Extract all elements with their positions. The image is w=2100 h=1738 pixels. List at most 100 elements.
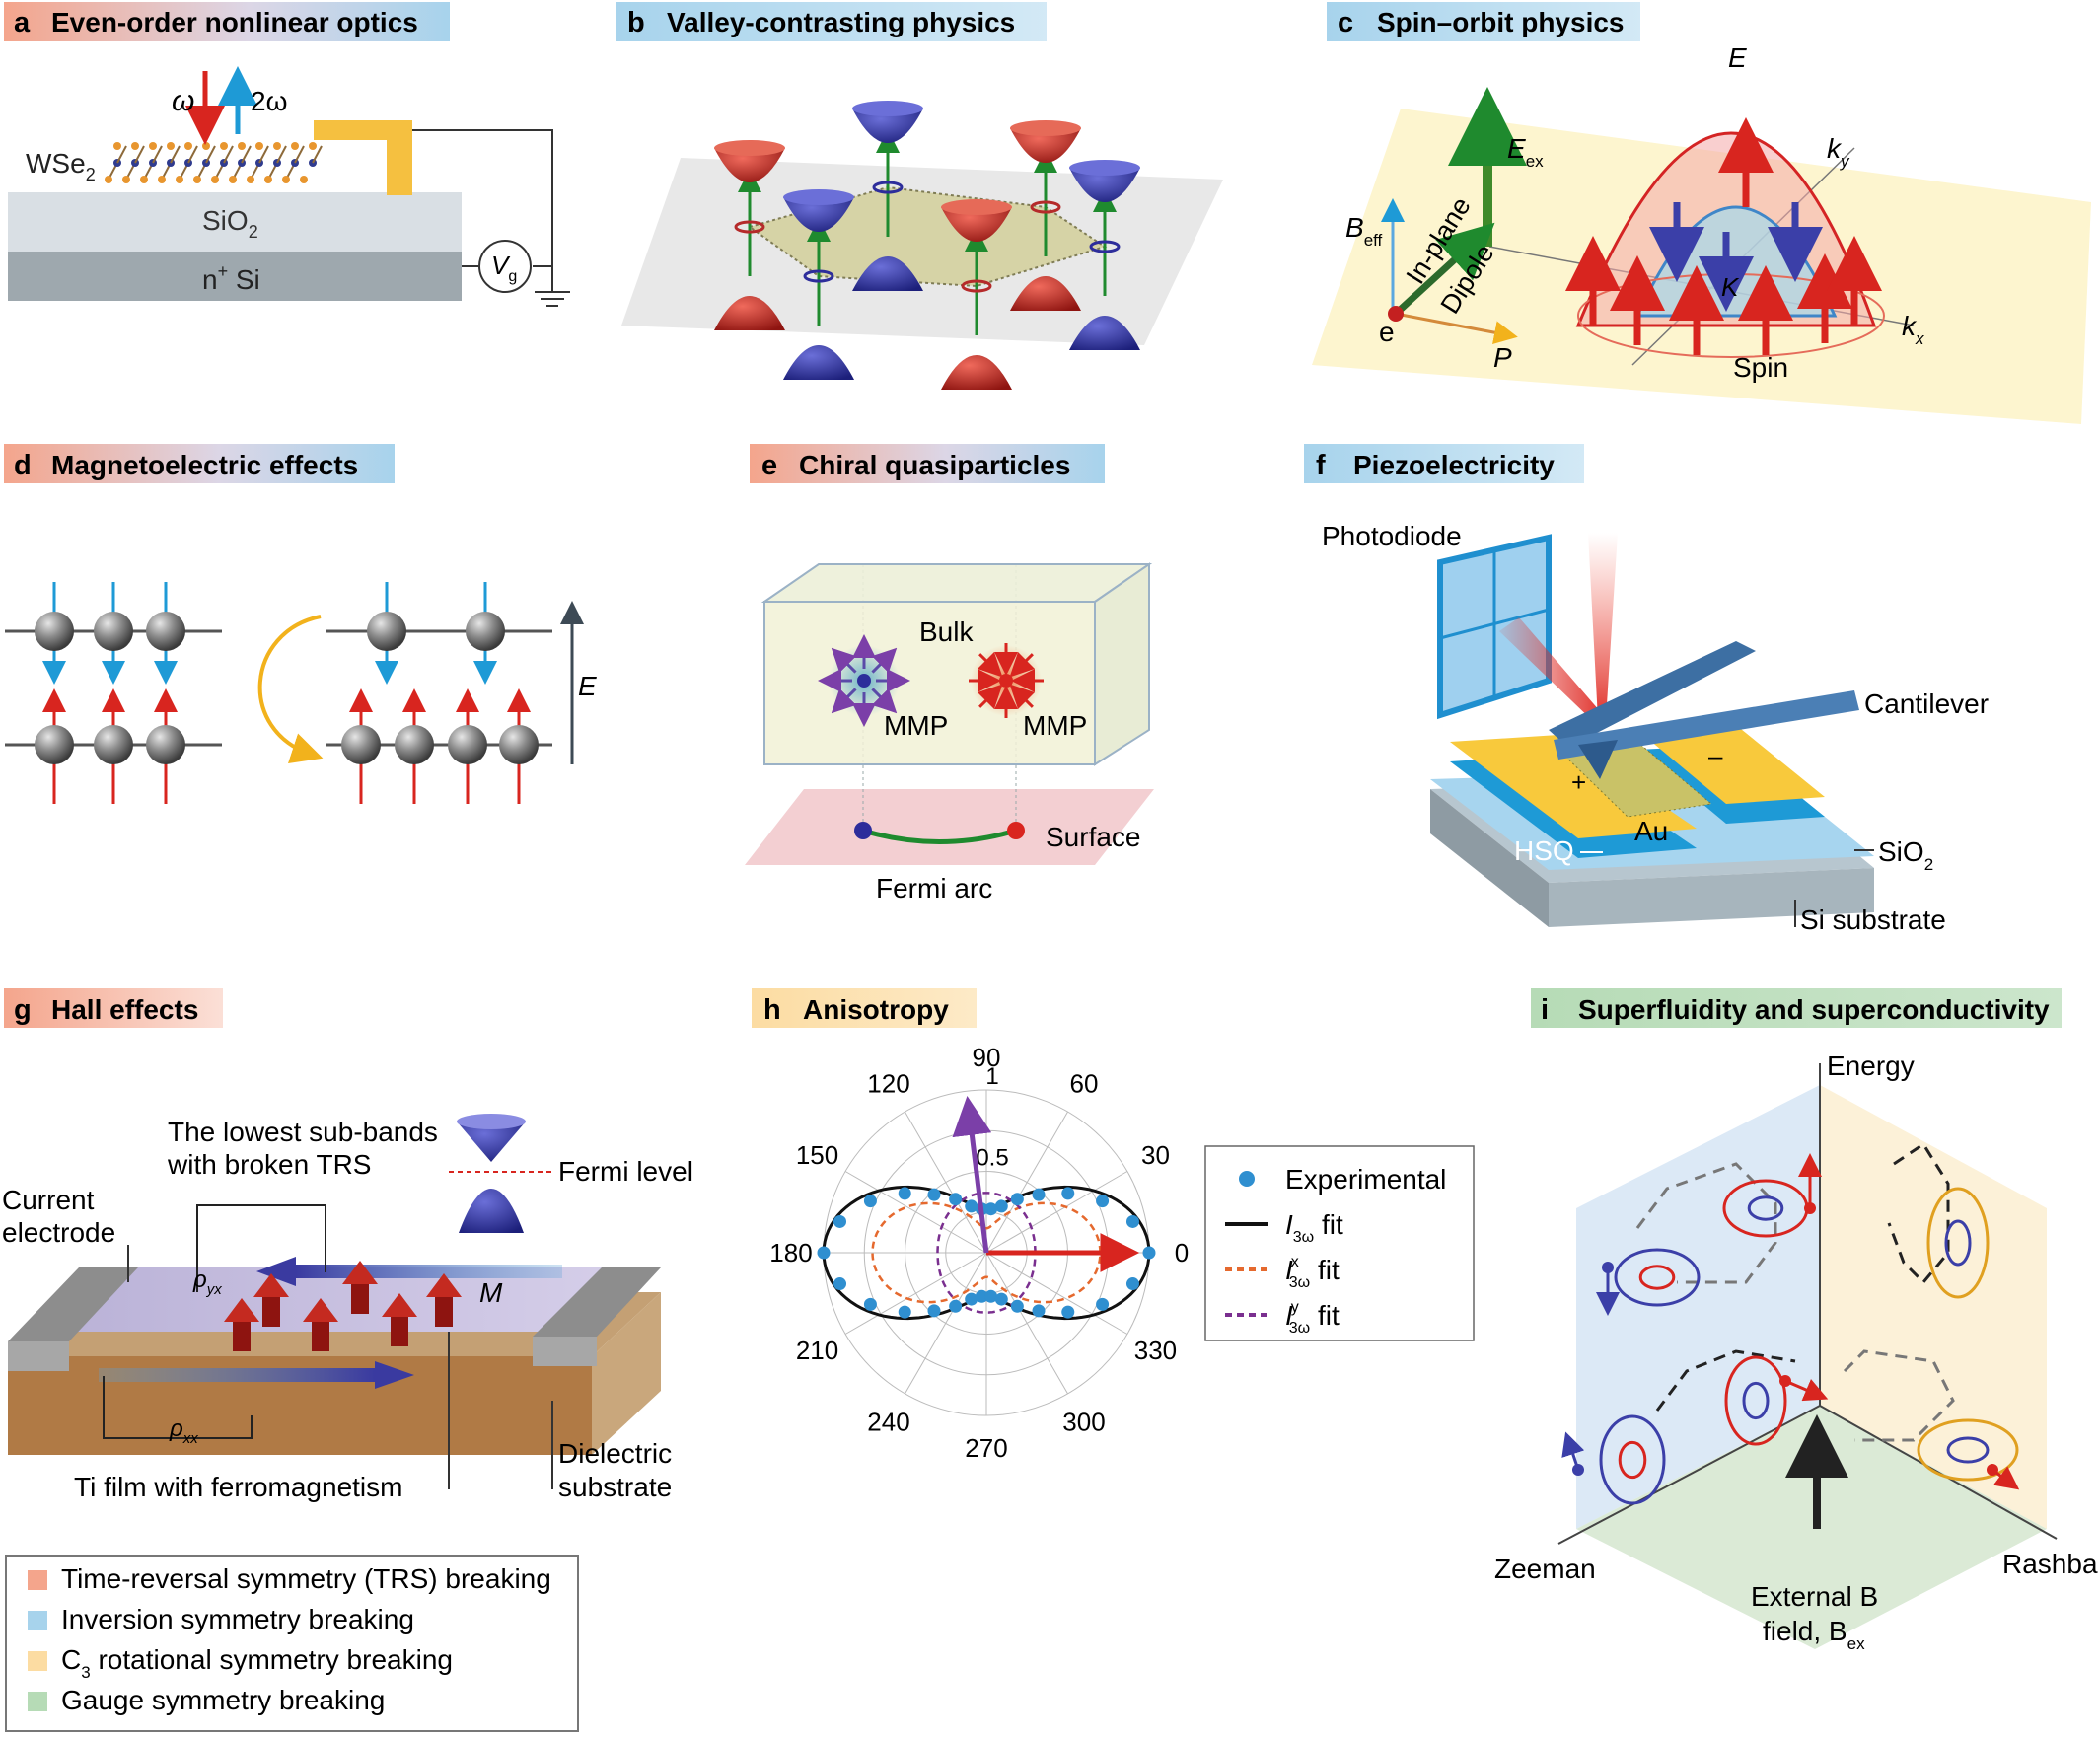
experimental-point bbox=[994, 1292, 1008, 1306]
laser-reflected bbox=[1499, 617, 1606, 724]
e-field-label: E bbox=[578, 671, 597, 701]
panel-h-letter: h bbox=[763, 994, 781, 1026]
lattice-bond bbox=[152, 145, 163, 164]
spin-arrow-head bbox=[342, 1261, 378, 1284]
subbands-label-2: with broken TRS bbox=[167, 1149, 371, 1180]
atom-sphere bbox=[448, 725, 487, 764]
spin-arrow-head bbox=[224, 1298, 259, 1322]
panel-d-title: Magnetoelectric effects bbox=[51, 450, 358, 480]
phase-boundary bbox=[1635, 1162, 1777, 1284]
spin-arrow-shaft bbox=[233, 1322, 251, 1351]
se-atom bbox=[131, 142, 139, 150]
ti-film-label: Ti film with ferromagnetism bbox=[74, 1472, 402, 1502]
panel-a-title: Even-order nonlinear optics bbox=[51, 7, 418, 37]
orbital-ring bbox=[961, 279, 992, 293]
ground-symbol bbox=[535, 266, 570, 307]
spin-site bbox=[1572, 1464, 1584, 1476]
valley-cones bbox=[714, 101, 1140, 390]
sio2-layer bbox=[8, 192, 462, 252]
se-atom bbox=[211, 176, 219, 183]
cone-rim bbox=[1010, 120, 1081, 136]
valley-cone-lower bbox=[941, 355, 1012, 390]
legend-label: Inversion symmetry breaking bbox=[61, 1604, 414, 1634]
rho-xx-wire bbox=[103, 1376, 253, 1439]
experimental-point bbox=[927, 1188, 941, 1201]
magnetization-arrow-head bbox=[256, 1257, 296, 1286]
sink-arrow bbox=[978, 684, 1003, 709]
lattice-bond bbox=[294, 145, 305, 164]
fermi-arc-label: Fermi arc bbox=[876, 873, 992, 904]
source-arrow bbox=[831, 647, 857, 674]
atom-sphere bbox=[341, 725, 381, 764]
radial-tick-label: 1 bbox=[985, 1063, 998, 1090]
panel-f: f Piezoelectricity Photodiode Cantilever… bbox=[1304, 444, 1989, 935]
spin-vector bbox=[1784, 1379, 1829, 1402]
phase-boundary bbox=[1843, 1349, 1955, 1442]
si-substrate-label: Si substrate bbox=[1800, 905, 1946, 935]
panel-f-title-bg bbox=[1304, 444, 1584, 483]
current-electrode-label-1: Current bbox=[2, 1185, 95, 1215]
legend-label: Experimental bbox=[1285, 1164, 1446, 1195]
spin-label: Spin bbox=[1733, 352, 1788, 383]
cone-rim bbox=[1069, 160, 1140, 176]
angular-tick-label: 90 bbox=[973, 1043, 1001, 1072]
phase-boundary bbox=[1655, 1349, 1796, 1412]
experimental-point bbox=[1032, 1188, 1046, 1201]
experimental-point bbox=[863, 1297, 877, 1311]
experimental-point bbox=[817, 1246, 831, 1260]
plus-label: + bbox=[1571, 767, 1586, 797]
p-arrow bbox=[1395, 312, 1518, 344]
se-atom bbox=[238, 142, 246, 150]
fermi-level-label: Fermi level bbox=[558, 1156, 693, 1187]
se-atom bbox=[247, 176, 254, 183]
panel-h-title-bg bbox=[752, 988, 977, 1028]
panel-g-title: Hall effects bbox=[51, 994, 198, 1025]
experimental-point bbox=[1142, 1246, 1156, 1260]
electrode-left-top bbox=[8, 1267, 138, 1341]
atom-sphere bbox=[395, 725, 434, 764]
gold-electrode bbox=[314, 120, 412, 195]
atom-sphere bbox=[367, 612, 406, 651]
atom-sphere bbox=[146, 725, 185, 764]
spin-arrow-head bbox=[426, 1273, 462, 1297]
k-point-label: K bbox=[1721, 272, 1740, 302]
zeeman-axis bbox=[1557, 1405, 1821, 1545]
panel-i-title: Superfluidity and superconductivity bbox=[1578, 994, 2050, 1025]
spin-arrow-shaft bbox=[312, 1322, 329, 1351]
cone-rim bbox=[852, 101, 923, 116]
experimental-point bbox=[1010, 1193, 1024, 1206]
cantilever-2 bbox=[1554, 690, 1859, 760]
orbital-ring bbox=[1030, 200, 1061, 214]
legend-swatch bbox=[28, 1611, 47, 1630]
experimental-point bbox=[1061, 1305, 1075, 1319]
panel-g-title-bg bbox=[4, 988, 223, 1028]
legend-label: Gauge symmetry breaking bbox=[61, 1685, 385, 1715]
valley-cone-upper bbox=[941, 207, 1012, 242]
electron-dot bbox=[1388, 306, 1404, 322]
substrate-right bbox=[592, 1292, 661, 1455]
atom-sphere bbox=[94, 612, 133, 651]
right-electrode-gold bbox=[1637, 725, 1825, 804]
legend-swatch bbox=[28, 1570, 47, 1590]
m-label: M bbox=[479, 1277, 503, 1308]
experimental-point bbox=[1096, 1297, 1110, 1311]
mmp-arrows bbox=[818, 634, 1044, 727]
se-atom bbox=[300, 176, 308, 183]
subband-cone-upper-rim bbox=[457, 1114, 526, 1129]
orbit-inner bbox=[1946, 1436, 1990, 1464]
energy-axis-label: E bbox=[1728, 42, 1747, 73]
orbit-inner bbox=[1638, 1265, 1676, 1290]
panel-f-title: Piezoelectricity bbox=[1353, 450, 1555, 480]
se-atom bbox=[149, 142, 157, 150]
au-label: Au bbox=[1634, 816, 1668, 846]
legend-label: C3 rotational symmetry breaking bbox=[61, 1644, 453, 1682]
sink-arrow bbox=[1009, 684, 1035, 709]
photodiode-grid-h bbox=[1439, 608, 1550, 640]
se-atom bbox=[282, 176, 290, 183]
nsi-layer bbox=[8, 252, 462, 301]
legend-box bbox=[5, 1555, 579, 1732]
rho-xx-label: ρxx bbox=[169, 1415, 198, 1447]
spin-arrow-head bbox=[303, 1298, 338, 1322]
experimental-point bbox=[949, 1193, 963, 1206]
surface-plane bbox=[745, 789, 1154, 865]
